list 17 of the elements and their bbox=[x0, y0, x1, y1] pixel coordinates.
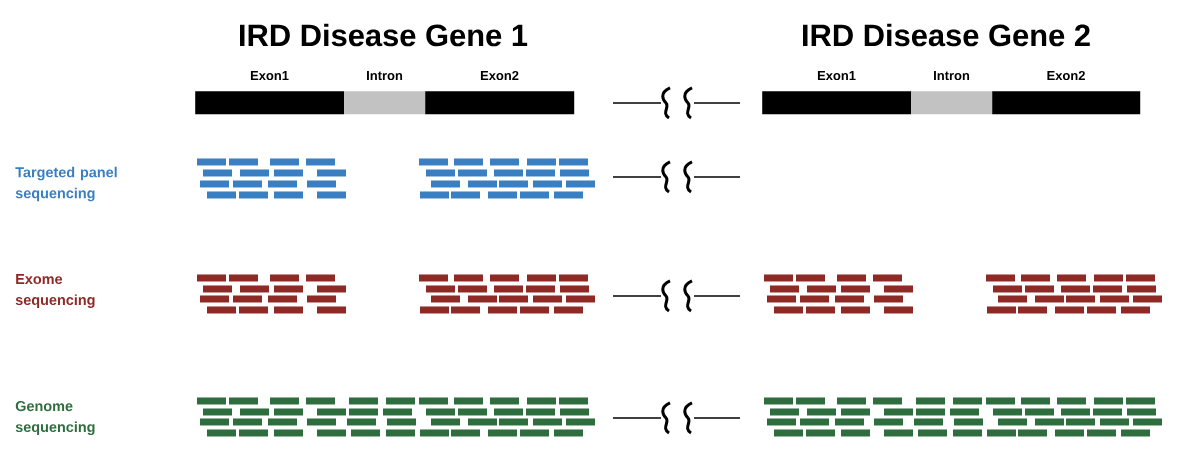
row-label: Genome sequencing bbox=[15, 400, 95, 435]
row-label: Targeted panel sequencing bbox=[15, 166, 117, 202]
exon-segment: Exon2 bbox=[992, 70, 1141, 115]
intron-segment: Intron bbox=[344, 71, 426, 115]
node-label: Exon2 bbox=[480, 70, 519, 81]
node-label: Exon2 bbox=[1047, 70, 1085, 81]
exon-segment: Exon1 bbox=[762, 71, 912, 115]
node-label: Exon1 bbox=[250, 71, 289, 81]
exon-segment: Exon1 bbox=[195, 71, 345, 115]
node-label: Exon1 bbox=[817, 71, 856, 81]
intron-segment: Intron bbox=[911, 71, 993, 115]
exon-segment: Exon2 bbox=[425, 70, 575, 115]
node-label: Intron bbox=[367, 71, 403, 81]
gene-title: IRD Disease Gene 1 bbox=[240, 23, 528, 47]
gene-title: IRD Disease Gene 2 bbox=[803, 23, 1090, 47]
node-label: Intron bbox=[934, 71, 970, 81]
row-label: Exome sequencing bbox=[15, 274, 95, 308]
